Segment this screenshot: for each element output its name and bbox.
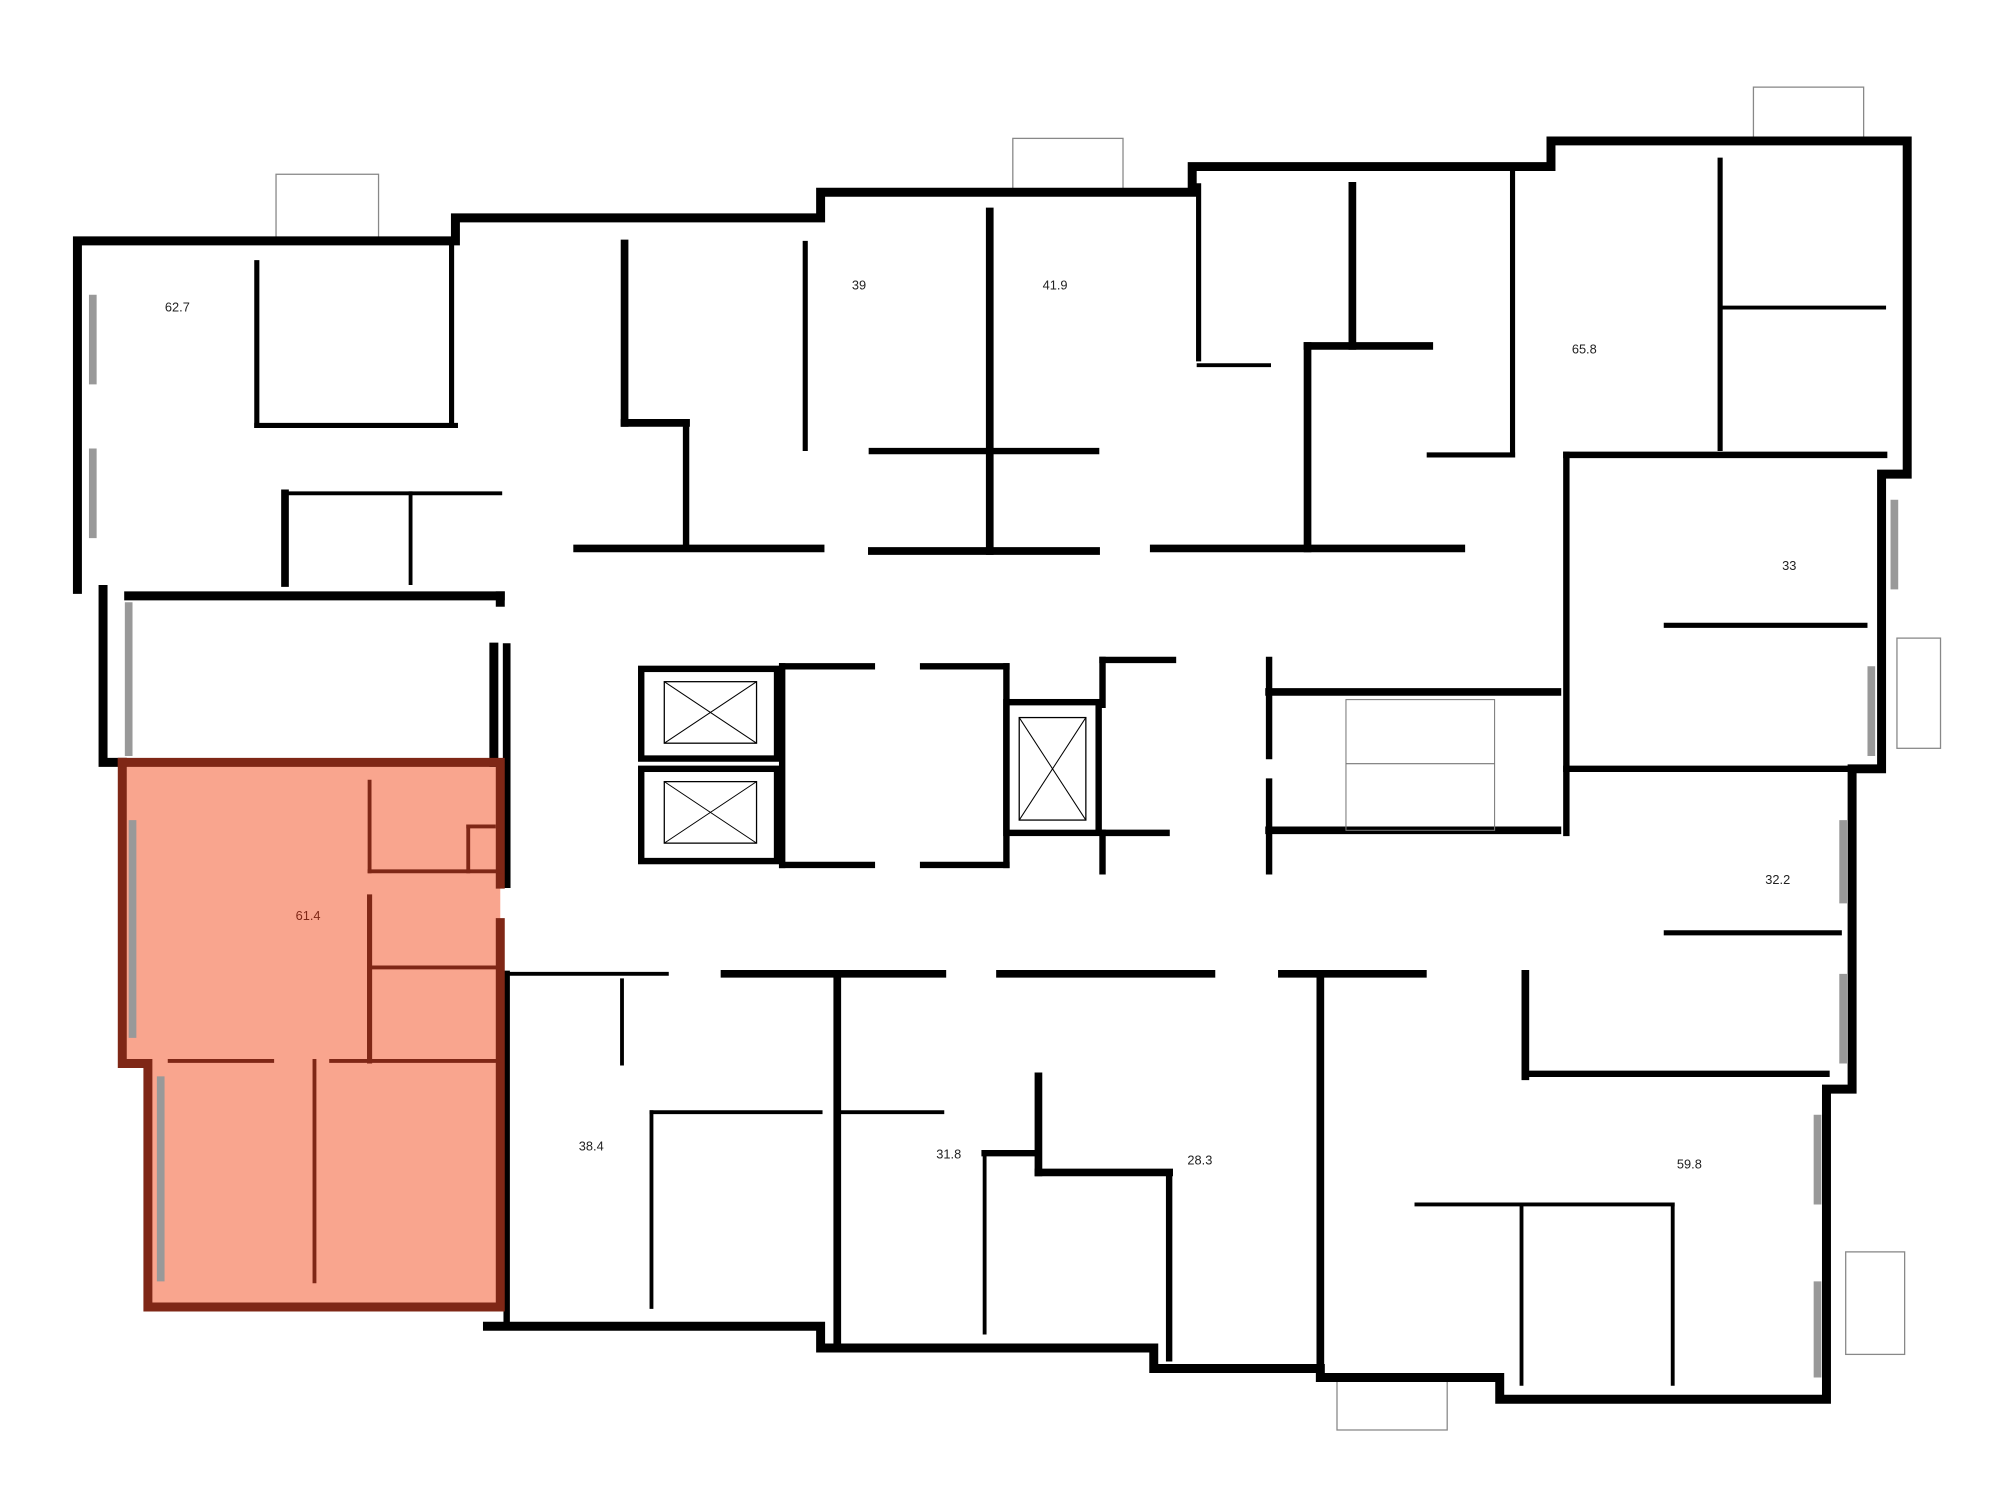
area-label-apt-33[interactable]: 33	[1782, 558, 1796, 573]
exterior-wall-left	[98, 584, 127, 767]
balconies	[275, 86, 1942, 1431]
stairs	[1345, 699, 1496, 831]
elevator-1	[638, 665, 781, 762]
area-label-apt-62-7[interactable]: 62.7	[165, 299, 190, 314]
exterior-wall	[72, 136, 1912, 1404]
area-label-apt-31-8[interactable]: 31.8	[936, 1146, 961, 1161]
area-label-apt-28-3[interactable]: 28.3	[1187, 1153, 1212, 1168]
area-label-apt-38-4[interactable]: 38.4	[579, 1139, 604, 1154]
area-label-apt-61-4[interactable]: 61.4	[296, 908, 321, 923]
area-label-apt-32-2[interactable]: 32.2	[1765, 872, 1790, 887]
area-label-apt-41-9[interactable]: 41.9	[1043, 278, 1068, 293]
area-label-apt-65-8[interactable]: 65.8	[1572, 342, 1597, 357]
building-core	[638, 665, 1496, 865]
elevator-3	[1003, 698, 1102, 837]
highlighted-exterior-wall	[117, 757, 505, 889]
highlighted-exterior-wall	[117, 757, 505, 1312]
walls	[72, 136, 1912, 1404]
apartment-61-4-highlight[interactable]	[122, 762, 501, 1307]
area-label-apt-39[interactable]: 39	[852, 278, 866, 293]
elevator-2	[638, 765, 781, 865]
area-label-apt-59-8[interactable]: 59.8	[1677, 1157, 1702, 1172]
highlighted-walls	[117, 757, 505, 1312]
area-labels: 62.7 39 41.9 65.8 33 61.4 32.2 38.4 31.8 28.3 59.8	[165, 278, 1797, 1172]
